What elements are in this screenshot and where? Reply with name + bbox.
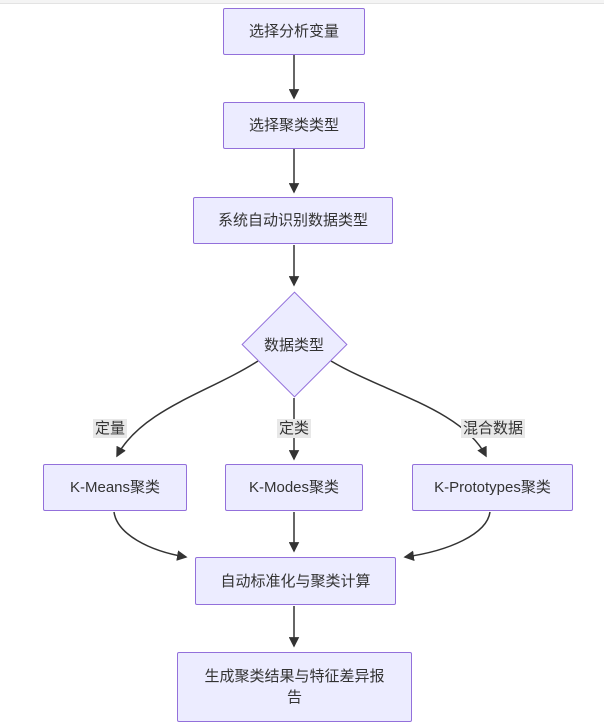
node-kmodes-label: K-Modes聚类 [248, 479, 340, 496]
node-report-label: 生成聚类结果与特征差异报告 [204, 668, 385, 706]
node-auto-detect-label: 系统自动识别数据类型 [217, 212, 368, 229]
page-top-divider [0, 0, 604, 4]
node-kprototypes: K-Prototypes聚类 [412, 464, 573, 511]
node-data-type-label: 数据类型 [263, 337, 324, 354]
node-select-variables-label: 选择分析变量 [248, 23, 339, 40]
edge-kmeans-to-standardize [113, 511, 188, 561]
node-auto-detect-data-type: 系统自动识别数据类型 [193, 197, 393, 244]
edge-data-type-to-kmeans [116, 360, 259, 458]
node-select-variables: 选择分析变量 [223, 8, 365, 55]
node-standardize-label: 自动标准化与聚类计算 [220, 572, 371, 590]
edge-label-quantitative: 定量 [93, 419, 128, 438]
node-select-cluster-type: 选择聚类类型 [223, 102, 365, 149]
node-kmeans: K-Means聚类 [43, 464, 187, 511]
node-kmeans-label: K-Means聚类 [69, 479, 161, 496]
node-kmodes: K-Modes聚类 [225, 464, 363, 511]
node-select-cluster-type-label: 选择聚类类型 [248, 117, 339, 134]
node-kprototypes-label: K-Prototypes聚类 [434, 479, 551, 496]
node-generate-report: 生成聚类结果与特征差异报告 [177, 652, 412, 722]
edge-data-type-to-kprototypes [330, 360, 487, 458]
node-standardize-compute: 自动标准化与聚类计算 [195, 557, 396, 605]
edge-label-categorical: 定类 [277, 419, 312, 438]
edge-kprototypes-to-standardize [403, 511, 491, 561]
edge-label-mixed-data: 混合数据 [461, 419, 526, 438]
